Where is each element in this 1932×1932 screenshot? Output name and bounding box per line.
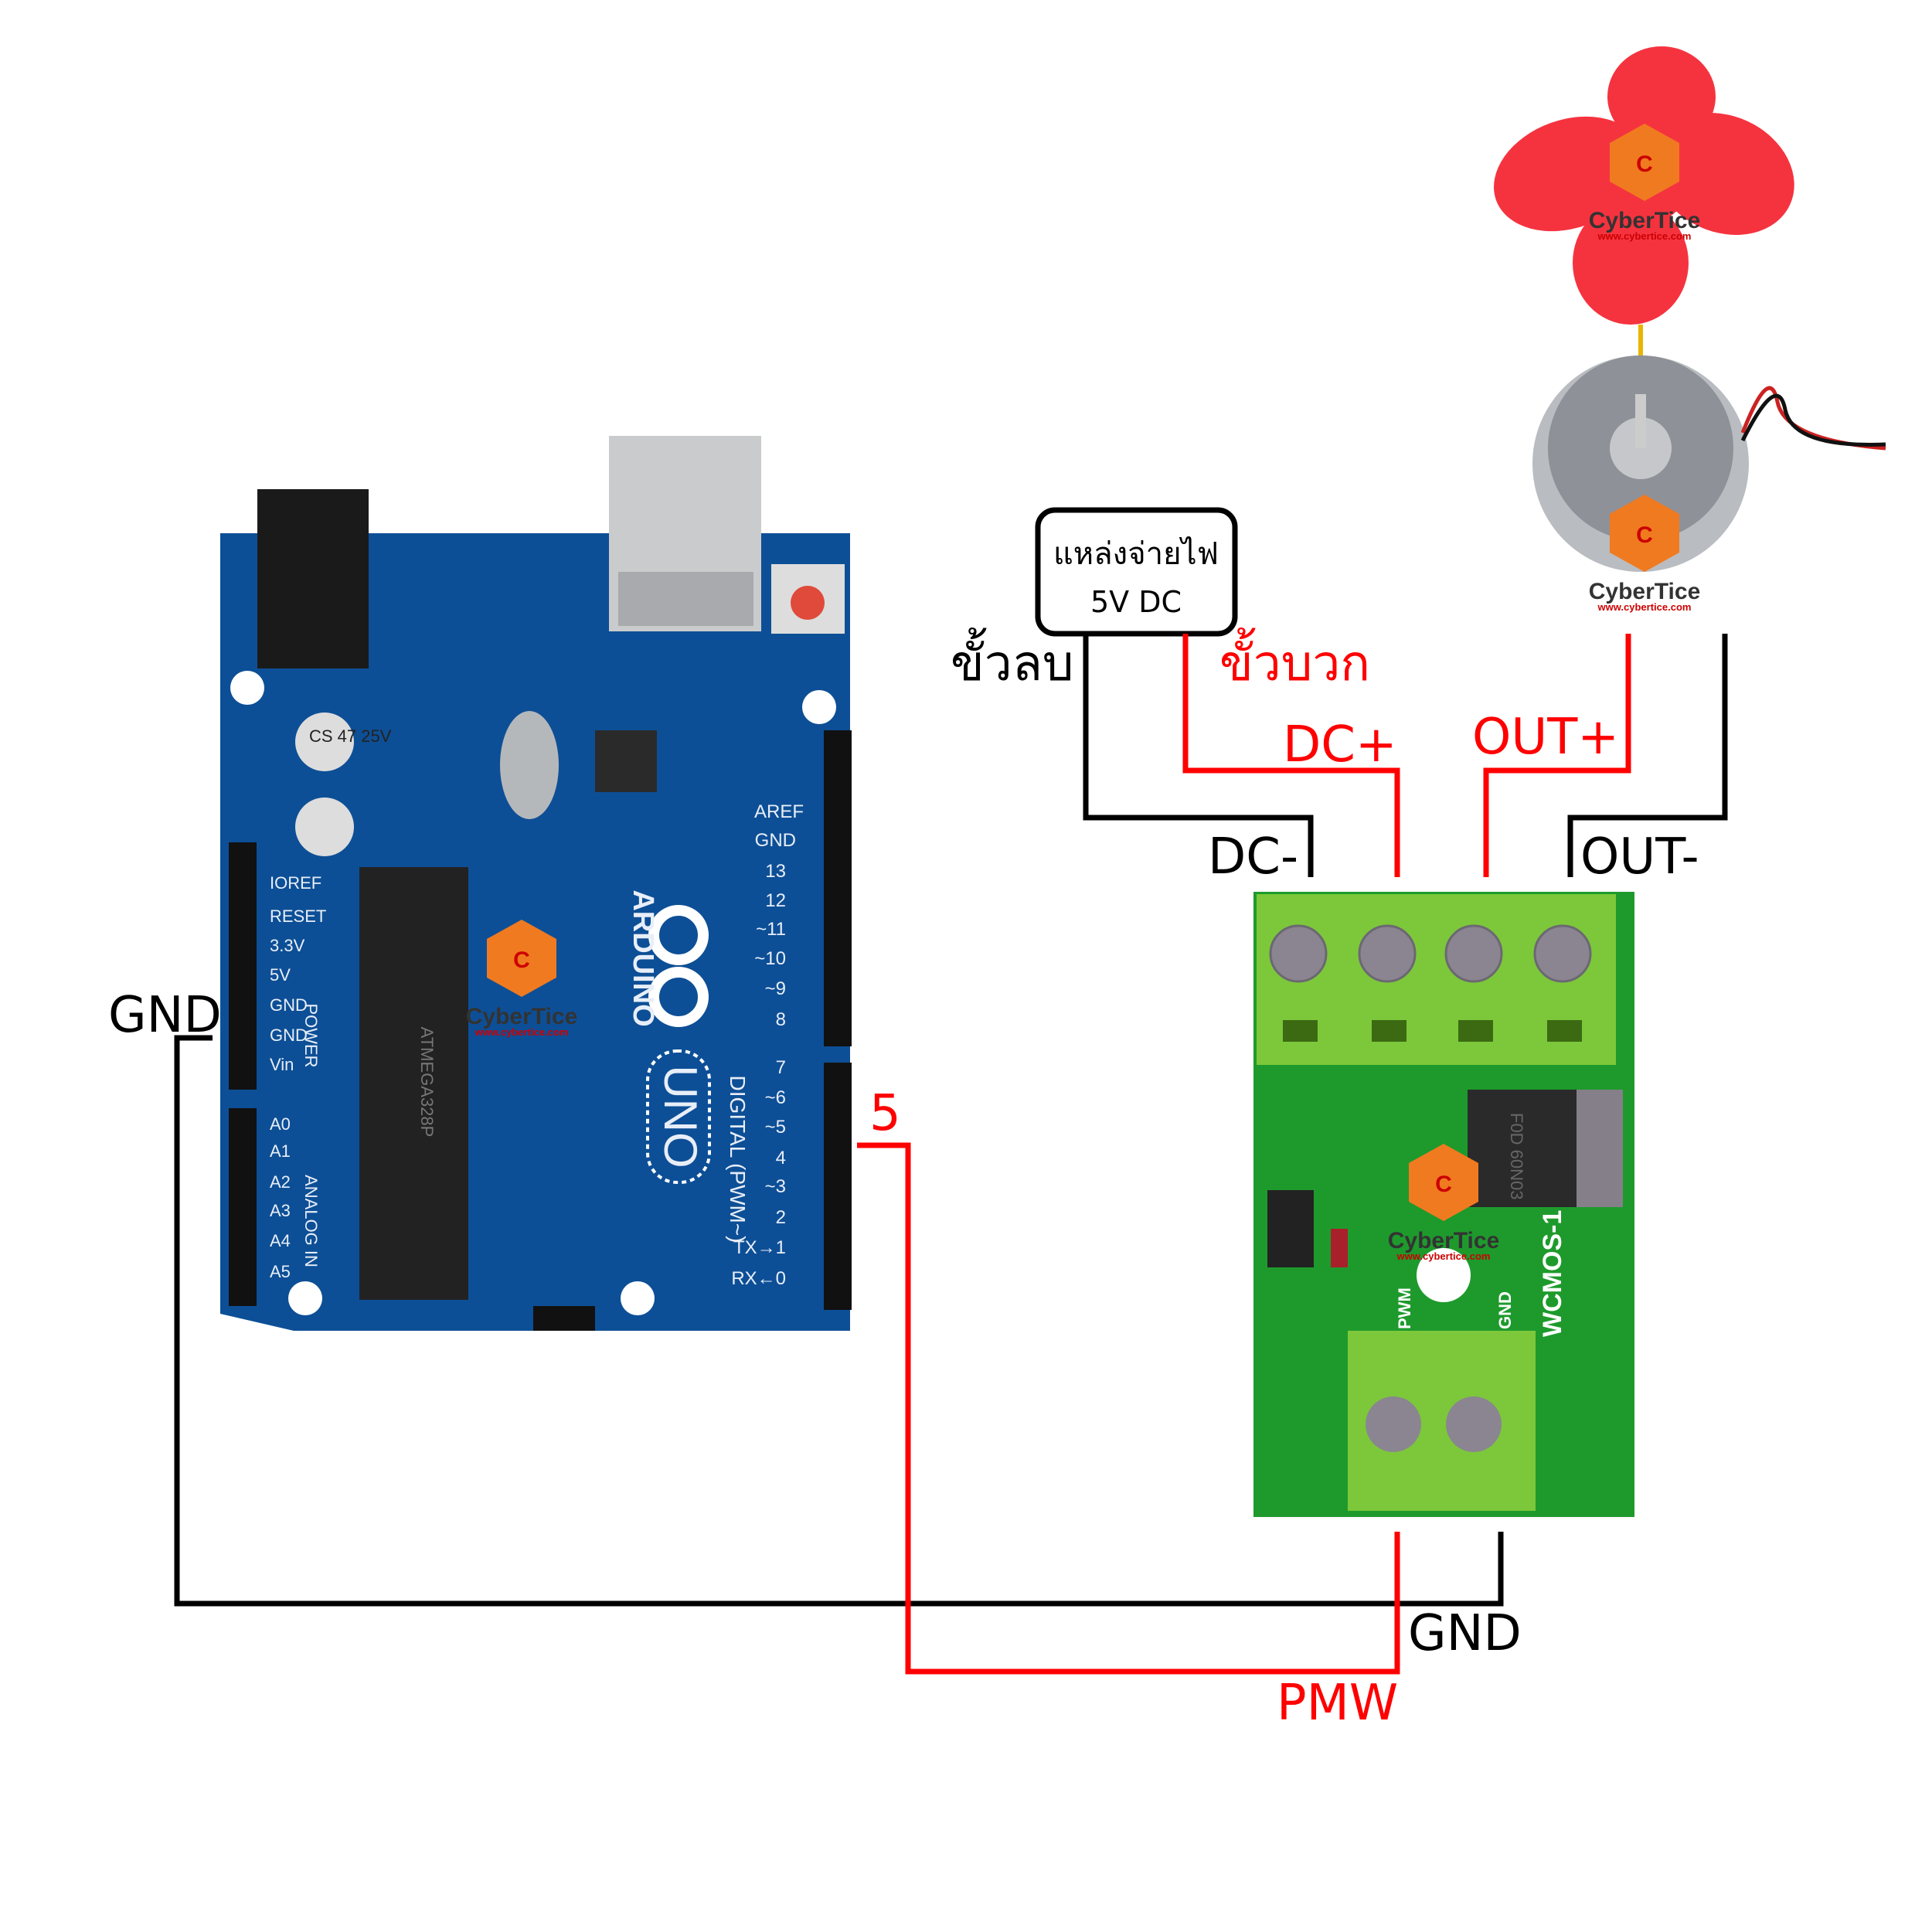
svg-text:GND: GND <box>270 995 308 1015</box>
screw-dc-plus[interactable] <box>1358 924 1417 983</box>
wire-gnd <box>174 1035 1504 1607</box>
svg-text:3.3V: 3.3V <box>270 936 305 955</box>
screw-out-plus[interactable] <box>1444 924 1503 983</box>
analog-header <box>229 1108 257 1306</box>
module-pwm-label: PMW <box>1277 1675 1398 1732</box>
svg-text:4: 4 <box>776 1148 786 1168</box>
analog-pin-labels: A0 A1 A2 A3 A4 A5 <box>270 1114 291 1281</box>
dc-motor <box>1532 355 1886 572</box>
svg-text:GND: GND <box>755 830 796 851</box>
atmega-chip <box>359 867 468 1300</box>
digital-header-top <box>824 730 852 1046</box>
screw-out-minus[interactable] <box>1533 924 1592 983</box>
out-plus-label: OUT+ <box>1472 709 1619 766</box>
svg-text:~9: ~9 <box>765 978 786 999</box>
svg-text:A2: A2 <box>270 1172 291 1192</box>
arduino-uno-board: CS 47 25V ATMEGA328P ARDUINO UNO DIGITAL… <box>220 436 852 1331</box>
svg-text:A5: A5 <box>270 1262 291 1281</box>
arduino-model: UNO <box>655 1065 706 1168</box>
wire-dc-minus <box>1083 634 1314 877</box>
screw-gnd[interactable] <box>1446 1396 1502 1452</box>
svg-text:5V: 5V <box>270 965 291 985</box>
svg-text:GND: GND <box>1495 1291 1515 1329</box>
svg-text:CyberTice: CyberTice <box>1589 579 1701 604</box>
svg-text:C: C <box>513 947 530 973</box>
svg-text:7: 7 <box>776 1057 786 1078</box>
svg-text:ATMEGA328P: ATMEGA328P <box>417 1027 437 1138</box>
arduino-gnd-label: GND <box>108 987 222 1044</box>
svg-text:www.cybertice.com: www.cybertice.com <box>474 1026 569 1038</box>
svg-text:RX←0: RX←0 <box>731 1268 786 1289</box>
svg-text:~3: ~3 <box>765 1176 786 1197</box>
svg-text:8: 8 <box>776 1009 786 1030</box>
digital-header-bottom <box>824 1063 852 1310</box>
mosfet-module: F0D 60N03 PWM GND WCMOS-1 <box>1253 892 1634 1517</box>
svg-text:A0: A0 <box>270 1114 291 1134</box>
svg-text:CyberTice: CyberTice <box>1589 208 1701 233</box>
digital-pin-labels: AREF GND 13 12 ~11 ~10 ~9 8 7 ~6 ~5 4 ~3… <box>731 801 804 1289</box>
svg-text:CyberTice: CyberTice <box>466 1004 578 1029</box>
svg-text:IOREF: IOREF <box>270 873 321 893</box>
svg-text:AREF: AREF <box>754 801 804 822</box>
arduino-brand: ARDUINO <box>627 889 659 1026</box>
screw-dc-minus[interactable] <box>1269 924 1328 983</box>
svg-text:12: 12 <box>765 890 786 911</box>
svg-text:2: 2 <box>776 1207 786 1228</box>
svg-text:C: C <box>1435 1172 1452 1197</box>
svg-text:~6: ~6 <box>765 1087 786 1108</box>
screw-pwm[interactable] <box>1366 1396 1421 1452</box>
infinity-logo <box>648 905 709 1027</box>
dc-minus-label: DC- <box>1208 828 1298 886</box>
icsp-header <box>533 1306 595 1331</box>
svg-text:13: 13 <box>765 861 786 882</box>
power-header <box>229 842 257 1090</box>
svg-text:www.cybertice.com: www.cybertice.com <box>1597 230 1692 242</box>
wire-dc-plus <box>1182 634 1400 877</box>
svg-text:Vin: Vin <box>270 1055 294 1074</box>
svg-text:DIGITAL (PWM~): DIGITAL (PWM~) <box>726 1076 750 1243</box>
dc-plus-label: DC+ <box>1283 716 1397 774</box>
svg-text:POWER: POWER <box>301 1003 321 1067</box>
power-supply-title: แหล่งจ่ายไฟ <box>1053 536 1219 572</box>
svg-text:TX→1: TX→1 <box>733 1237 786 1258</box>
wire-out-plus <box>1483 634 1631 877</box>
svg-text:~11: ~11 <box>756 919 786 940</box>
positive-terminal-label: ขั้วบวก <box>1219 628 1370 692</box>
power-pin-labels: IOREF RESET 3.3V 5V GND GND Vin <box>270 873 326 1074</box>
svg-text:GND: GND <box>270 1026 308 1045</box>
fan-propeller <box>1494 46 1794 367</box>
svg-text:~10: ~10 <box>754 948 786 969</box>
svg-text:A4: A4 <box>270 1231 291 1250</box>
power-supply-box: แหล่งจ่ายไฟ 5V DC <box>1035 507 1238 637</box>
power-supply-voltage: 5V DC <box>1090 585 1182 619</box>
module-gnd-label: GND <box>1408 1605 1522 1662</box>
svg-text:www.cybertice.com: www.cybertice.com <box>1396 1250 1491 1262</box>
negative-terminal-label: ขั้วลบ <box>951 628 1074 692</box>
capacitor-label: CS 47 25V <box>309 726 392 746</box>
svg-text:RESET: RESET <box>270 906 326 926</box>
wire-out-minus <box>1567 634 1728 877</box>
svg-text:CyberTice: CyberTice <box>1388 1228 1500 1253</box>
svg-text:A1: A1 <box>270 1141 291 1161</box>
svg-text:C: C <box>1636 151 1653 177</box>
power-jack <box>257 489 369 668</box>
svg-text:www.cybertice.com: www.cybertice.com <box>1597 601 1692 613</box>
out-minus-label: OUT- <box>1580 828 1699 886</box>
svg-text:PWM: PWM <box>1395 1287 1414 1329</box>
svg-text:~5: ~5 <box>765 1117 786 1138</box>
svg-text:WCMOS-1: WCMOS-1 <box>1538 1210 1567 1337</box>
svg-text:A3: A3 <box>270 1201 291 1220</box>
svg-text:ANALOG IN: ANALOG IN <box>301 1175 321 1267</box>
svg-text:F0D 60N03: F0D 60N03 <box>1507 1113 1526 1200</box>
svg-text:C: C <box>1636 522 1653 548</box>
wire-pwm <box>857 1142 1400 1675</box>
arduino-pin5-label: 5 <box>869 1085 901 1142</box>
